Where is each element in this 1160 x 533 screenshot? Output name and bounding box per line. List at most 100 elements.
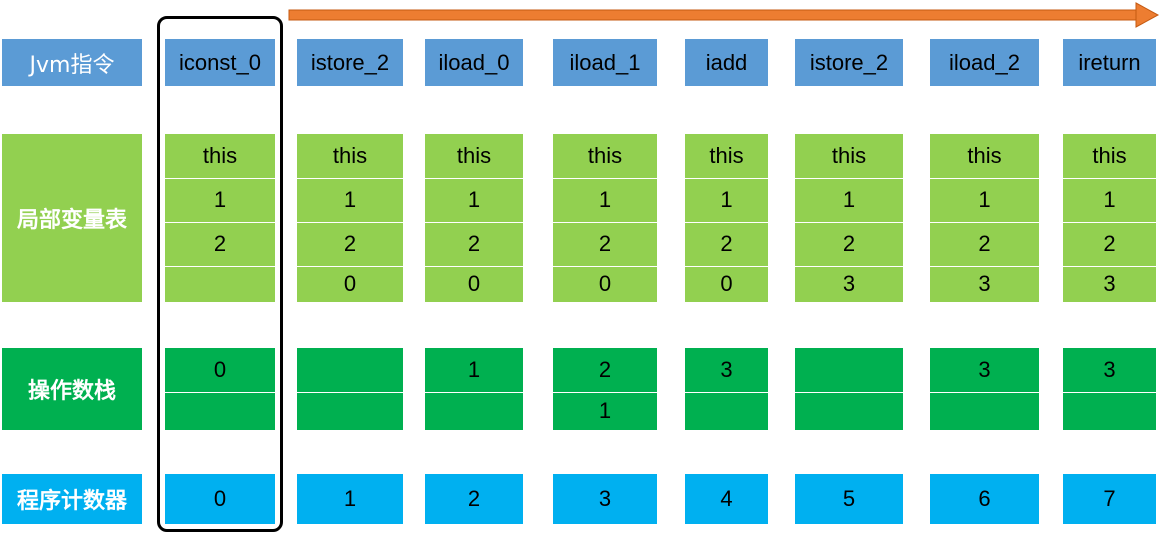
slot-divider [297,178,403,179]
operand-stack-column: 1 [425,348,523,430]
program-counter-cell: 6 [930,474,1039,524]
slot-divider [795,178,903,179]
instruction-cell: iload_2 [930,39,1039,86]
instruction-cell: iadd [685,39,768,86]
local-variable-slot: 1 [978,187,991,212]
slot-divider [297,392,403,393]
local-variable-column: this 1 2 0 [685,134,768,302]
operand-stack-slot [297,348,403,392]
program-counter-cell: 3 [553,474,657,524]
program-counter-label: 程序计数器 [2,474,142,524]
operand-stack-column: 3 [930,348,1039,430]
operand-stack-column [795,348,903,430]
local-variable-slot: 3 [842,271,856,296]
local-variable-slot: 1 [720,187,733,212]
slot-divider [553,266,657,267]
local-variable-slot: this [332,143,368,168]
local-variable-column: this 1 2 0 [553,134,657,302]
current-step-highlight [157,16,283,532]
slot-divider [165,222,275,223]
local-variable-slot: 3 [1103,271,1116,296]
slot-divider [553,222,657,223]
operand-stack-slot: 0 [213,357,227,382]
instruction-cell: iconst_0 [165,39,275,86]
slot-divider [425,266,523,267]
local-variable-slot: this [202,143,238,168]
operand-stack-slot: 2 [598,357,612,382]
local-variable-slot: 2 [213,231,227,256]
operand-stack-slot [795,392,903,430]
local-variable-slot: 1 [467,187,481,212]
program-counter-cell: 2 [425,474,523,524]
slot-divider [930,178,1039,179]
local-variable-slot: 2 [467,231,481,256]
instruction-cell: iload_1 [553,39,657,86]
local-variable-slot: 0 [720,271,733,296]
instruction-row-label: Jvm指令 [2,39,142,86]
local-variable-slot: 2 [720,231,733,256]
slot-divider [1063,222,1156,223]
local-variable-slot: 1 [598,187,612,212]
local-variable-slot: 2 [842,231,856,256]
slot-divider [165,178,275,179]
local-variable-slot: 2 [598,231,612,256]
local-variable-slot: 2 [1103,231,1116,256]
local-variable-slot: 3 [978,271,991,296]
instruction-cell: istore_2 [297,39,403,86]
instruction-cell: istore_2 [795,39,903,86]
local-variable-table-label: 局部变量表 [2,134,142,302]
slot-divider [425,222,523,223]
local-variable-slot: 1 [1103,187,1116,212]
slot-divider [165,266,275,267]
execution-arrow [288,2,1160,28]
local-variable-slot: this [1092,143,1127,168]
local-variable-slot: this [587,143,623,168]
slot-divider [685,392,768,393]
slot-divider [930,222,1039,223]
slot-divider [1063,266,1156,267]
slot-divider [297,222,403,223]
local-variable-slot: 1 [842,187,856,212]
operand-stack-label: 操作数栈 [2,348,142,430]
local-variable-slot: this [456,143,492,168]
local-variable-slot: 1 [213,187,227,212]
local-variable-slot: this [709,143,744,168]
slot-divider [1063,392,1156,393]
slot-divider [685,222,768,223]
slot-divider [685,178,768,179]
program-counter-cell: 7 [1063,474,1156,524]
operand-stack-slot: 3 [720,357,733,382]
local-variable-column: this 1 2 [165,134,275,302]
operand-stack-slot [297,392,403,430]
instruction-cell: ireturn [1063,39,1156,86]
program-counter-cell: 1 [297,474,403,524]
local-variable-slot: 2 [978,231,991,256]
operand-stack-column: 0 [165,348,275,430]
local-variable-column: this 1 2 3 [930,134,1039,302]
local-variable-slot: this [967,143,1002,168]
operand-stack-slot [1063,392,1156,430]
slot-divider [425,392,523,393]
slot-divider [553,392,657,393]
slot-divider [795,266,903,267]
local-variable-column: this 1 2 3 [1063,134,1156,302]
local-variable-slot: 0 [598,271,612,296]
operand-stack-slot [685,392,768,430]
operand-stack-slot: 1 [598,398,612,423]
operand-stack-slot [930,392,1039,430]
slot-divider [425,178,523,179]
slot-divider [795,222,903,223]
operand-stack-slot: 3 [1103,357,1116,382]
slot-divider [930,266,1039,267]
slot-divider [553,178,657,179]
operand-stack-column: 3 [1063,348,1156,430]
program-counter-cell: 0 [165,474,275,524]
instruction-cell: iload_0 [425,39,523,86]
slot-divider [165,392,275,393]
slot-divider [297,266,403,267]
slot-divider [930,392,1039,393]
local-variable-slot: 0 [343,271,357,296]
